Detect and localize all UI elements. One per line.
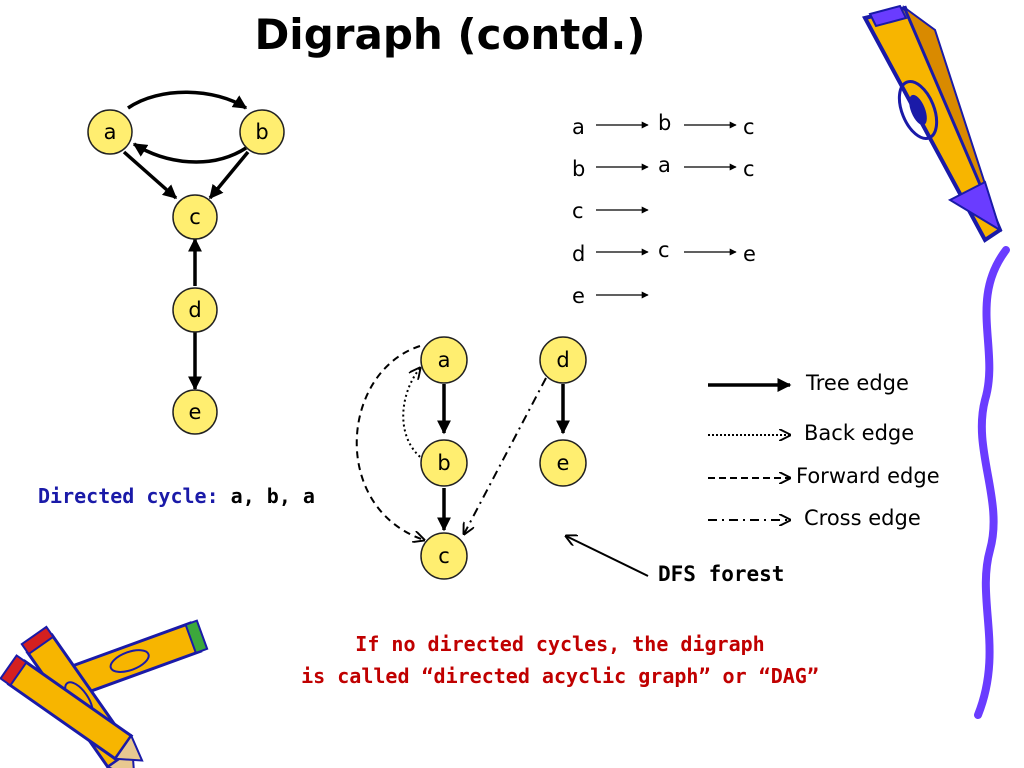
svg-text:c: c: [572, 199, 584, 223]
dfs-forest: a b c d e: [355, 336, 649, 580]
adjacency-row: c: [572, 199, 649, 223]
wavy-ribbon: [974, 246, 1010, 719]
legend-label-back-edge: Back edge: [804, 421, 915, 445]
svg-text:b: b: [572, 157, 585, 181]
crossed-pencils-icon: [0, 619, 209, 768]
dag-note: If no directed cycles, the digraph is ca…: [250, 628, 870, 692]
svg-text:a: a: [438, 348, 451, 372]
svg-text:b: b: [658, 111, 671, 135]
forest-node-a: a: [420, 336, 468, 384]
node-b: b: [239, 109, 285, 155]
legend: [708, 378, 792, 520]
adjacency-row: d c e: [572, 238, 756, 266]
back-edge-b-a: [402, 368, 425, 461]
forward-edge-a-c: [355, 345, 424, 540]
forest-node-d: d: [539, 336, 587, 384]
edge-a-c: [122, 150, 178, 200]
dfs-forest-label: DFS forest: [658, 562, 785, 586]
directed-cycle-label: Directed cycle:: [38, 484, 219, 508]
svg-text:c: c: [743, 115, 755, 139]
svg-text:e: e: [189, 400, 202, 424]
edge-a-b: [127, 90, 248, 110]
forest-pointer-arrow: [566, 536, 649, 577]
node-a: a: [87, 109, 133, 155]
page-title: Digraph (contd.): [254, 10, 646, 59]
svg-text:e: e: [557, 451, 570, 475]
svg-text:c: c: [658, 238, 670, 262]
directed-cycle-text: Directed cycle: a, b, a: [38, 484, 315, 508]
node-c: c: [172, 194, 218, 240]
svg-text:e: e: [572, 284, 585, 308]
directed-cycle-value: a, b, a: [230, 484, 315, 508]
svg-text:c: c: [189, 205, 201, 229]
svg-text:e: e: [743, 242, 756, 266]
svg-text:a: a: [572, 115, 585, 139]
svg-text:b: b: [255, 120, 268, 144]
edge-b-c: [208, 150, 250, 200]
svg-text:c: c: [743, 157, 755, 181]
adjacency-row: e: [572, 284, 649, 308]
edge-b-a: [132, 142, 247, 164]
legend-label-tree-edge: Tree edge: [806, 371, 909, 395]
forest-node-c: c: [420, 532, 468, 580]
legend-label-forward-edge: Forward edge: [796, 464, 940, 488]
forest-node-e: e: [539, 439, 587, 487]
svg-text:d: d: [556, 348, 569, 372]
adjacency-row: b a c: [572, 153, 755, 181]
legend-label-cross-edge: Cross edge: [804, 506, 921, 530]
svg-text:a: a: [104, 120, 117, 144]
svg-text:a: a: [658, 153, 671, 177]
cross-edge-d-c: [464, 377, 547, 534]
svg-text:c: c: [438, 544, 450, 568]
digraph: a b c d e: [87, 90, 285, 435]
pencil-icon: [862, 4, 1003, 243]
adjacency-row: a b c: [572, 111, 755, 139]
node-d: d: [172, 287, 218, 333]
node-e: e: [172, 389, 218, 435]
svg-text:d: d: [572, 242, 585, 266]
forest-node-b: b: [420, 439, 468, 487]
svg-text:d: d: [188, 298, 201, 322]
dag-note-line-2: is called “directed acyclic graph” or “D…: [301, 664, 819, 688]
adjacency-list: a b c b a c c d c e: [572, 111, 756, 308]
svg-text:b: b: [437, 451, 450, 475]
dag-note-line-1: If no directed cycles, the digraph: [355, 632, 765, 656]
